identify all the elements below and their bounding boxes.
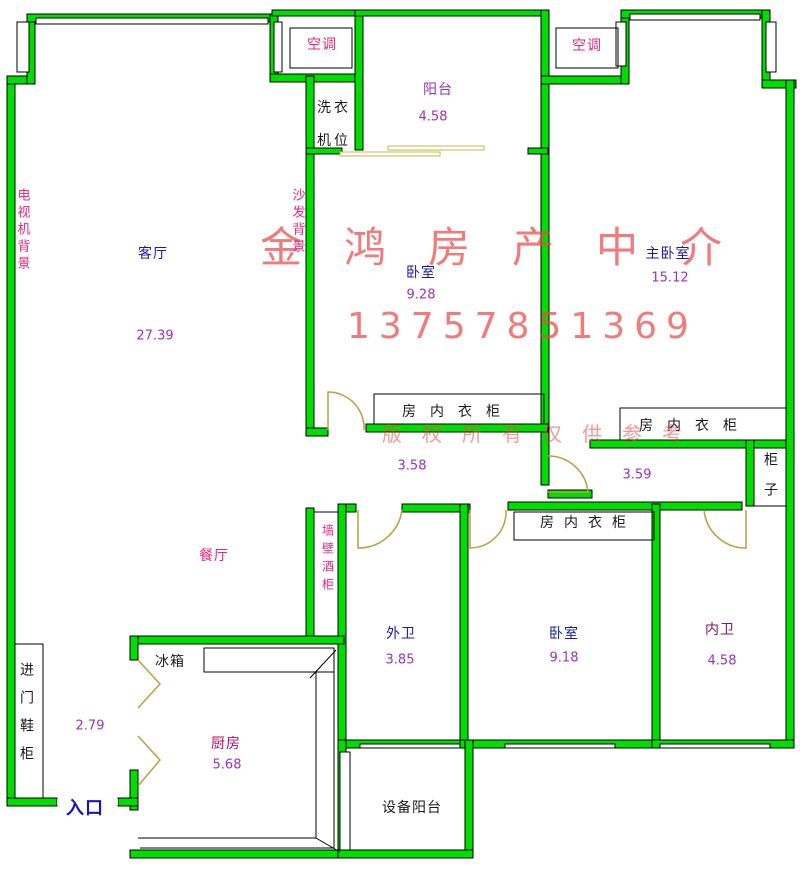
cabinet-label: 柜子 xyxy=(762,452,778,512)
wall-bed1-top xyxy=(305,147,343,155)
door-kitchen-bottom xyxy=(137,735,161,787)
wardrobe-1-box xyxy=(373,393,545,425)
watermark-agency: 金鸿房产中介 xyxy=(260,223,765,272)
window-equip-left xyxy=(339,751,351,851)
wall-kitchen-l xyxy=(129,635,139,661)
living-room-area: 27.39 xyxy=(136,328,174,344)
wardrobe-3-label: 房内衣柜 xyxy=(540,515,636,531)
door-kitchen-top xyxy=(137,659,162,709)
living-room-label: 客厅 xyxy=(138,246,168,262)
hallway-1-area: 3.58 xyxy=(397,458,427,474)
watermark-phone: 13757851369 xyxy=(347,306,698,347)
wall-wine-l xyxy=(305,507,315,641)
outer-bathroom-label: 外卫 xyxy=(386,626,416,642)
door-bedroom-2 xyxy=(469,509,507,549)
door-bedroom-1 xyxy=(327,391,365,431)
window-bed2-bottom xyxy=(504,743,616,749)
wall-ac-left xyxy=(354,9,364,151)
equipment-balcony-label: 设备阳台 xyxy=(382,800,442,816)
wall-kitchen-l2 xyxy=(129,769,139,811)
wine-cabinet-label: 墙壁酒柜 xyxy=(320,524,335,596)
tv-wall-label: 电视机背景 xyxy=(14,188,30,273)
master-bedroom-label: 主卧室 xyxy=(645,246,691,262)
inner-bathroom-area: 4.58 xyxy=(707,653,737,669)
wardrobe-2-box xyxy=(619,407,787,441)
kitchen-counter-inner xyxy=(309,649,341,853)
entrance-label: 入口 xyxy=(66,798,104,819)
window-living-top xyxy=(35,17,269,25)
wall-ac-left-top xyxy=(271,9,363,17)
kitchen-label: 厨房 xyxy=(211,736,241,752)
shoe-cabinet-box xyxy=(14,643,44,799)
wall-bed1-bottom xyxy=(305,427,329,437)
window-master-left xyxy=(615,21,627,67)
window-bath-bottom xyxy=(359,743,461,749)
door-outer-bath xyxy=(357,509,403,549)
wall-entry-bottom-r xyxy=(117,797,139,807)
ac-right-label: 空调 xyxy=(572,38,602,54)
wall-left xyxy=(6,75,16,807)
wall-mid-bottom xyxy=(507,501,743,511)
bedroom-2-label: 卧室 xyxy=(549,626,579,642)
wardrobe-2-label: 房内衣柜 xyxy=(639,418,751,434)
wall-right xyxy=(785,79,795,747)
entry-area: 2.79 xyxy=(75,718,105,734)
wall-ac-right xyxy=(540,9,550,486)
sliding-door-b xyxy=(387,145,485,151)
door-hall-right xyxy=(547,455,589,493)
wall-bed1-top-r xyxy=(527,147,549,155)
wall-bed2-r xyxy=(651,503,661,749)
shoe-cabinet-label: 进门鞋柜 xyxy=(18,662,34,774)
wardrobe-1-label: 房内衣柜 xyxy=(402,404,514,420)
bedroom-1-area: 9.28 xyxy=(406,287,436,303)
wall-kitchen-top xyxy=(129,635,345,645)
wine-cabinet-box xyxy=(313,511,339,637)
wall-ac-right-box xyxy=(540,75,628,85)
ac-left-label: 空调 xyxy=(307,37,337,53)
inner-bathroom-label: 内卫 xyxy=(705,622,735,638)
window-living-right xyxy=(273,21,283,73)
washer-position-label: 洗衣机位 xyxy=(317,100,351,149)
ac-left-box xyxy=(289,27,353,69)
window-master-top xyxy=(629,13,761,21)
door-inner-bath xyxy=(703,509,747,549)
balcony-area: 4.58 xyxy=(418,109,448,125)
dining-room-label: 餐厅 xyxy=(199,548,229,564)
wall-entry-bottom xyxy=(6,797,58,807)
watermark-notice: 版权所有仅供参考 xyxy=(382,422,702,446)
wall-equip-bottom xyxy=(337,849,474,859)
cabinet-box xyxy=(753,447,787,507)
sofa-wall-label: 沙发背景 xyxy=(289,188,305,256)
wardrobe-3-box xyxy=(513,511,655,541)
balcony-label: 阳台 xyxy=(423,82,453,98)
bedroom-1-label: 卧室 xyxy=(406,265,436,281)
wall-right-step xyxy=(761,79,797,89)
fridge-box xyxy=(203,647,335,673)
wall-bed2-l xyxy=(459,503,469,749)
window-inner-bath-bottom xyxy=(659,743,771,749)
ac-right-box xyxy=(555,27,619,69)
wall-outer-bath-l xyxy=(337,503,347,745)
bedroom-2-area: 9.18 xyxy=(549,650,579,666)
hallway-2-area: 3.59 xyxy=(622,467,652,483)
wall-equip-r xyxy=(464,739,474,859)
fridge-label: 冰箱 xyxy=(155,654,185,670)
outer-bathroom-area: 3.85 xyxy=(385,652,415,668)
wall-cabinet-v xyxy=(745,439,755,507)
kitchen-area: 5.68 xyxy=(212,757,242,773)
wall-outer-bath-top-r xyxy=(401,503,471,513)
window-master-right xyxy=(765,21,777,73)
window-living-left xyxy=(16,21,30,73)
wall-balcony-top xyxy=(354,9,548,17)
wall-master-low xyxy=(547,489,593,499)
sliding-door-a xyxy=(339,151,441,157)
master-bedroom-area: 15.12 xyxy=(651,270,689,286)
wall-kitchen-bottom xyxy=(129,849,345,859)
wall-top-mid xyxy=(269,73,361,83)
